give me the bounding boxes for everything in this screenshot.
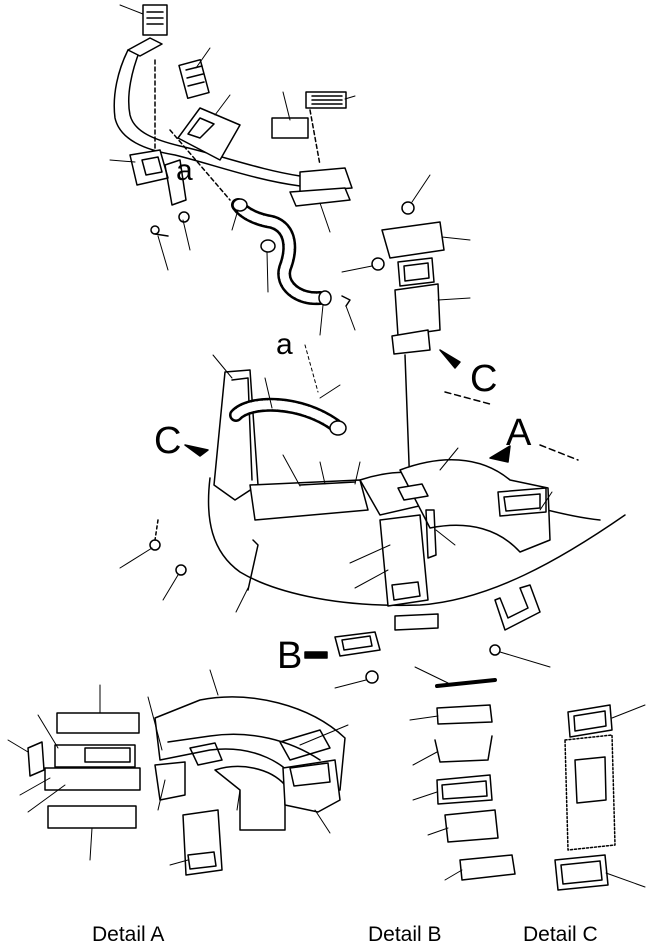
callout-a-upper: a [176, 154, 193, 187]
upper-vent-duct-group [113, 4, 353, 307]
callout-a-middle: a [276, 328, 293, 361]
center-duct-unit [371, 201, 445, 491]
detail-c-drawing [554, 704, 616, 891]
caption-detail-b: Detail B [368, 923, 442, 946]
detail-a-drawing [27, 696, 346, 876]
callout-b-view: B [277, 635, 303, 677]
leader-lines [7, 4, 646, 888]
callout-c-right: C [470, 358, 498, 400]
callout-a-view: A [506, 412, 532, 454]
callout-c-left: C [154, 420, 182, 462]
detail-b-drawing [434, 678, 516, 881]
main-duct-assembly [149, 349, 626, 684]
caption-detail-c: Detail C [523, 923, 598, 946]
caption-detail-a: Detail A [92, 923, 165, 946]
